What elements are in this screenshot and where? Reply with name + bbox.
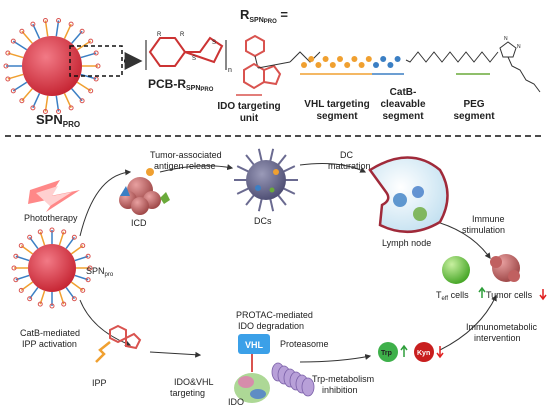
- spn-pro-nanoparticle-top: [3, 17, 123, 115]
- catb-segment-label-3: segment: [382, 111, 424, 122]
- peg-segment-label-2: segment: [453, 111, 495, 122]
- zoom-box: [69, 45, 123, 77]
- catb-mediated-label-1: CatB-mediated: [20, 328, 80, 338]
- icd-tumor-cluster: [119, 168, 170, 215]
- nanoparticle-core: [22, 36, 82, 96]
- spn-pro-label: SPNPRO: [36, 112, 80, 129]
- trp-label: Trp: [381, 350, 392, 357]
- pcb-label: PCB-RSPNPRO: [148, 77, 214, 93]
- vhl-segment-label-2: segment: [316, 111, 358, 122]
- proteasome-icon: [271, 362, 315, 397]
- dcs-label: DCs: [254, 216, 272, 226]
- immune-label-1: Immune: [472, 214, 505, 224]
- vhl-segment-label-1: VHL targeting: [304, 99, 369, 110]
- ido-vhl-label-1: IDO&VHL: [174, 377, 214, 387]
- catb-mediated-label-2: IPP activation: [22, 339, 77, 349]
- spn-pro-bottom-label: SPNpro: [86, 266, 114, 278]
- ido-segment-label-2: unit: [240, 113, 259, 124]
- svg-text:R: R: [180, 32, 185, 38]
- phototherapy-label: Phototherapy: [24, 213, 78, 223]
- svg-text:S: S: [192, 56, 196, 62]
- icd-label: ICD: [131, 218, 147, 228]
- svg-text:R: R: [157, 32, 162, 38]
- ipp-molecule-icon: [95, 324, 142, 363]
- tumor-down-arrow: [539, 289, 547, 301]
- catb-segment-label-1: CatB-: [390, 87, 417, 98]
- dendritic-cell-icon: [234, 148, 298, 212]
- teff-up-arrow: [478, 286, 486, 298]
- proteasome-label: Proteasome: [280, 339, 329, 349]
- pcb-polymer-structure: R R S S n: [145, 32, 232, 74]
- trp-up-arrow: [400, 344, 408, 357]
- vhl-box: [238, 334, 270, 354]
- ido-targeting-unit-structure: [243, 34, 291, 90]
- peg-segment-label-1: PEG: [463, 99, 484, 110]
- arrow-kyn-to-cells: [439, 294, 497, 351]
- trp-inhibition-label-2: inhibition: [322, 385, 358, 395]
- polymer-n: n: [228, 67, 232, 74]
- arrow-spn-to-icd: [79, 169, 132, 237]
- immunometabolic-label-1: Immunometabolic: [466, 322, 538, 332]
- lymph-node-icon: [368, 156, 449, 234]
- trp-circle: [378, 342, 398, 362]
- svg-text:N: N: [504, 36, 508, 42]
- kyn-label: Kyn: [417, 350, 430, 357]
- protac-label-1: PROTAC-mediated: [236, 310, 313, 320]
- kyn-down-arrow: [436, 346, 444, 359]
- tumor-cell-icon: [490, 254, 520, 282]
- arrow-spn-to-ipp: [79, 299, 132, 347]
- arrow-dcs-to-lymph: [299, 163, 367, 173]
- tumor-cells-label: Tumor cells: [486, 290, 533, 300]
- r-spnpro-title: RSPNPRO =: [240, 7, 288, 25]
- arrow-icd-to-dcs: [159, 164, 234, 173]
- dc-maturation-label-2: maturation: [328, 161, 371, 171]
- ido-vhl-label-2: targeting: [170, 388, 205, 398]
- teff-cell-icon: [442, 256, 470, 284]
- linker-chain: [289, 51, 499, 68]
- svg-text:N: N: [517, 44, 521, 50]
- vhl-label: VHL: [245, 340, 264, 350]
- spn-pro-nanoparticle-bottom: [11, 227, 93, 309]
- teff-cells-label: Teff cells: [436, 290, 469, 302]
- svg-text:S: S: [212, 40, 216, 46]
- tumor-release-label-2: antigen release: [154, 161, 216, 171]
- tumor-release-label-1: Tumor-associated: [150, 150, 222, 160]
- protac-label-2: IDO degradation: [238, 321, 304, 331]
- ido-segment-label-1: IDO targeting: [217, 101, 280, 112]
- arrow-ido-to-trp: [299, 353, 372, 363]
- kyn-circle: [414, 342, 434, 362]
- immunometabolic-label-2: intervention: [474, 333, 521, 343]
- triazole-tail: N N: [499, 36, 541, 93]
- immune-label-2: stimulation: [462, 225, 505, 235]
- ido-protein-icon: [234, 354, 270, 403]
- arrow-ipp-to-ido: [149, 351, 202, 358]
- trp-inhibition-label-1: Trp-metabolism: [312, 374, 374, 384]
- ido-label: IDO: [228, 397, 244, 407]
- dc-maturation-label-1: DC: [340, 150, 353, 160]
- lightning-icon: [28, 180, 80, 212]
- catb-segment-label-2: cleavable: [380, 99, 425, 110]
- ipp-label: IPP: [92, 378, 107, 388]
- lymph-node-label: Lymph node: [382, 238, 431, 248]
